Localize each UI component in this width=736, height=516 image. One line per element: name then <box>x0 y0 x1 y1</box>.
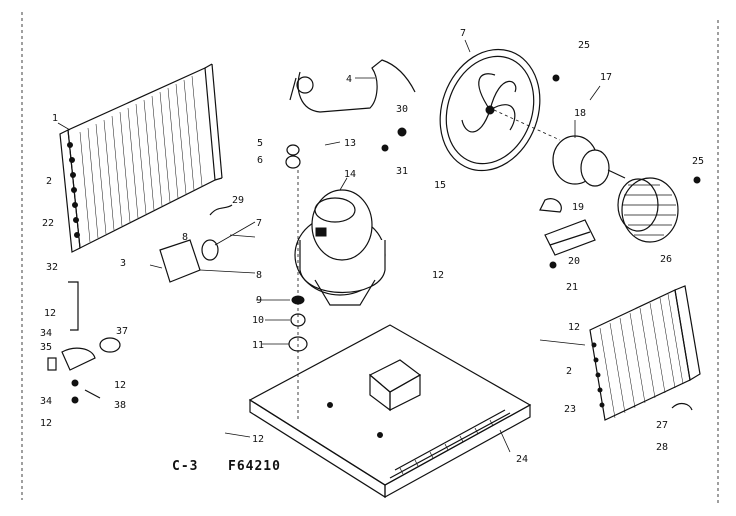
label-35: 35 <box>40 342 52 353</box>
fan-motor <box>539 135 626 213</box>
base-pan <box>248 324 532 499</box>
thermostat <box>209 74 701 411</box>
label-26: 26 <box>660 254 672 265</box>
figure-code: F64210 <box>228 459 281 474</box>
label-34-b: 34 <box>40 396 52 407</box>
label-8: 8 <box>256 270 262 281</box>
label-10: 10 <box>252 315 264 326</box>
label-19: 19 <box>572 202 584 213</box>
label-38: 38 <box>114 400 126 411</box>
label-32: 32 <box>46 262 58 273</box>
condenser-fan <box>439 48 561 172</box>
label-22: 22 <box>42 218 54 229</box>
capacitor <box>159 239 219 283</box>
label-4: 4 <box>346 74 352 85</box>
label-2-right: 2 <box>566 366 572 377</box>
label-37: 37 <box>116 326 128 337</box>
label-14: 14 <box>344 169 356 180</box>
page-border <box>21 12 719 505</box>
label-28: 28 <box>656 442 668 453</box>
label-12-b: 12 <box>114 380 126 391</box>
label-34: 34 <box>40 328 52 339</box>
figure-caption: C-3 F64210 <box>172 459 281 474</box>
label-8-top: 8 <box>182 232 188 243</box>
label-30: 30 <box>396 104 408 115</box>
label-11: 11 <box>252 340 264 351</box>
part-labels: 1 2 22 3 32 12 34 35 37 12 34 38 12 4 5 … <box>40 28 704 465</box>
label-7-left: 7 <box>256 218 262 229</box>
label-20: 20 <box>568 256 580 267</box>
figure-number: C-3 <box>172 459 198 474</box>
label-9: 9 <box>256 295 262 306</box>
label-31: 31 <box>396 166 408 177</box>
switch-assembly <box>47 281 121 404</box>
label-21: 21 <box>566 282 578 293</box>
motor-bracket <box>544 219 596 256</box>
label-1: 1 <box>52 113 58 124</box>
label-25-top: 25 <box>578 40 590 51</box>
label-5: 5 <box>257 138 263 149</box>
label-23: 23 <box>564 404 576 415</box>
label-2: 2 <box>46 176 52 187</box>
evaporator-coil <box>589 285 701 421</box>
label-25-right: 25 <box>692 156 704 167</box>
label-7-fan: 7 <box>460 28 466 39</box>
compressor <box>294 189 386 306</box>
label-6: 6 <box>257 155 263 166</box>
label-15: 15 <box>434 180 446 191</box>
blower-wheel <box>617 177 679 243</box>
label-12-right: 12 <box>568 322 580 333</box>
label-12-c: 12 <box>40 418 52 429</box>
refrigerant-tubing <box>289 59 416 113</box>
label-3: 3 <box>120 258 126 269</box>
label-12-mid: 12 <box>432 270 444 281</box>
label-12-bottom: 12 <box>252 434 264 445</box>
label-17: 17 <box>600 72 612 83</box>
label-27: 27 <box>656 420 668 431</box>
label-13: 13 <box>344 138 356 149</box>
label-12-left: 12 <box>44 308 56 319</box>
condenser-coil <box>59 63 223 253</box>
label-29: 29 <box>232 195 244 206</box>
leader-lines <box>57 39 601 453</box>
label-24: 24 <box>516 454 528 465</box>
compressor-mounts <box>285 144 308 420</box>
label-18: 18 <box>574 108 586 119</box>
